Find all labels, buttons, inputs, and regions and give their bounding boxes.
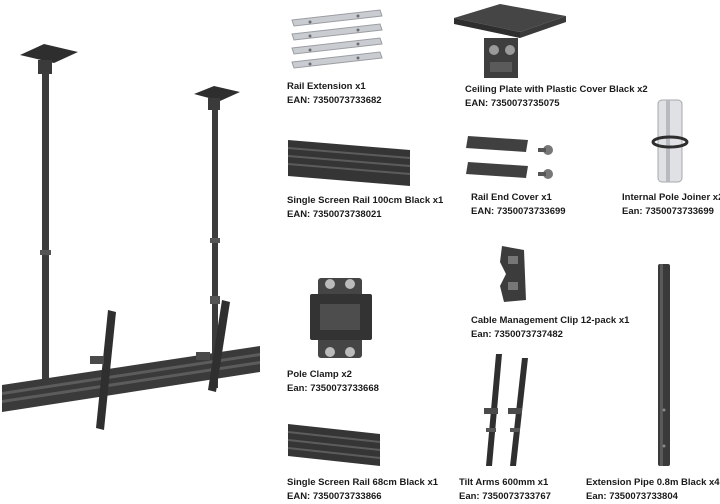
part-code: Ean: 7350073737482 — [471, 329, 563, 340]
pole-clamp-caption: Pole Clamp x2 Ean: 7350073733668 — [287, 368, 379, 396]
rail-end-cover-image — [466, 136, 553, 179]
part-code: EAN: 7350073733682 — [287, 95, 382, 106]
part-code: Ean: 7350073733804 — [586, 491, 678, 502]
pole-joiner-caption: Internal Pole Joiner x2 Ean: 73500737336… — [622, 191, 720, 219]
part-name: Single Screen Rail 100cm Black x1 — [287, 195, 444, 206]
part-name: Pole Clamp x2 — [287, 369, 352, 380]
part-name: Tilt Arms 600mm x1 — [459, 477, 549, 488]
pole-clamp-image — [310, 278, 372, 358]
single-rail-68-image — [287, 424, 381, 466]
part-code: EAN: 7350073735075 — [465, 98, 560, 109]
extension-pipe-image — [658, 264, 670, 466]
part-code: Ean: 7350073733699 — [622, 206, 714, 217]
pole-joiner-image — [651, 99, 689, 183]
assembled-mount-image — [2, 44, 260, 430]
rail-end-cover-caption: Rail End Cover x1 EAN: 7350073733699 — [471, 191, 566, 219]
tilt-arms-caption: Tilt Arms 600mm x1 Ean: 7350073733767 — [459, 476, 551, 504]
part-name: Rail Extension x1 — [287, 81, 366, 92]
cable-clip-image — [500, 246, 526, 302]
part-name: Single Screen Rail 68cm Black x1 — [287, 477, 439, 488]
part-code: EAN: 7350073733699 — [471, 206, 566, 217]
part-code: Ean: 7350073733767 — [459, 491, 551, 502]
extension-pipe-caption: Extension Pipe 0.8m Black x4 Ean: 735007… — [586, 476, 720, 504]
part-code: Ean: 7350073733668 — [287, 383, 379, 394]
part-code: EAN: 7350073733866 — [287, 491, 382, 502]
rail-extension-image — [291, 9, 383, 69]
part-name: Ceiling Plate with Plastic Cover Black x… — [465, 84, 648, 95]
single-rail-100-caption: Single Screen Rail 100cm Black x1 EAN: 7… — [287, 194, 443, 222]
rail-extension-caption: Rail Extension x1 EAN: 7350073733682 — [287, 80, 382, 108]
part-name: Internal Pole Joiner x2 — [622, 192, 720, 203]
cable-clip-caption: Cable Management Clip 12-pack x1 Ean: 73… — [471, 314, 629, 342]
part-name: Rail End Cover x1 — [471, 192, 552, 203]
single-rail-68-caption: Single Screen Rail 68cm Black x1 EAN: 73… — [287, 476, 438, 504]
tilt-arms-image — [484, 354, 528, 466]
single-rail-100-image — [287, 140, 411, 186]
part-name: Extension Pipe 0.8m Black x4 — [586, 477, 720, 488]
part-name: Cable Management Clip 12-pack x1 — [471, 315, 630, 326]
part-code: EAN: 7350073738021 — [287, 209, 382, 220]
ceiling-plate-image — [454, 4, 566, 78]
ceiling-plate-caption: Ceiling Plate with Plastic Cover Black x… — [465, 83, 648, 111]
